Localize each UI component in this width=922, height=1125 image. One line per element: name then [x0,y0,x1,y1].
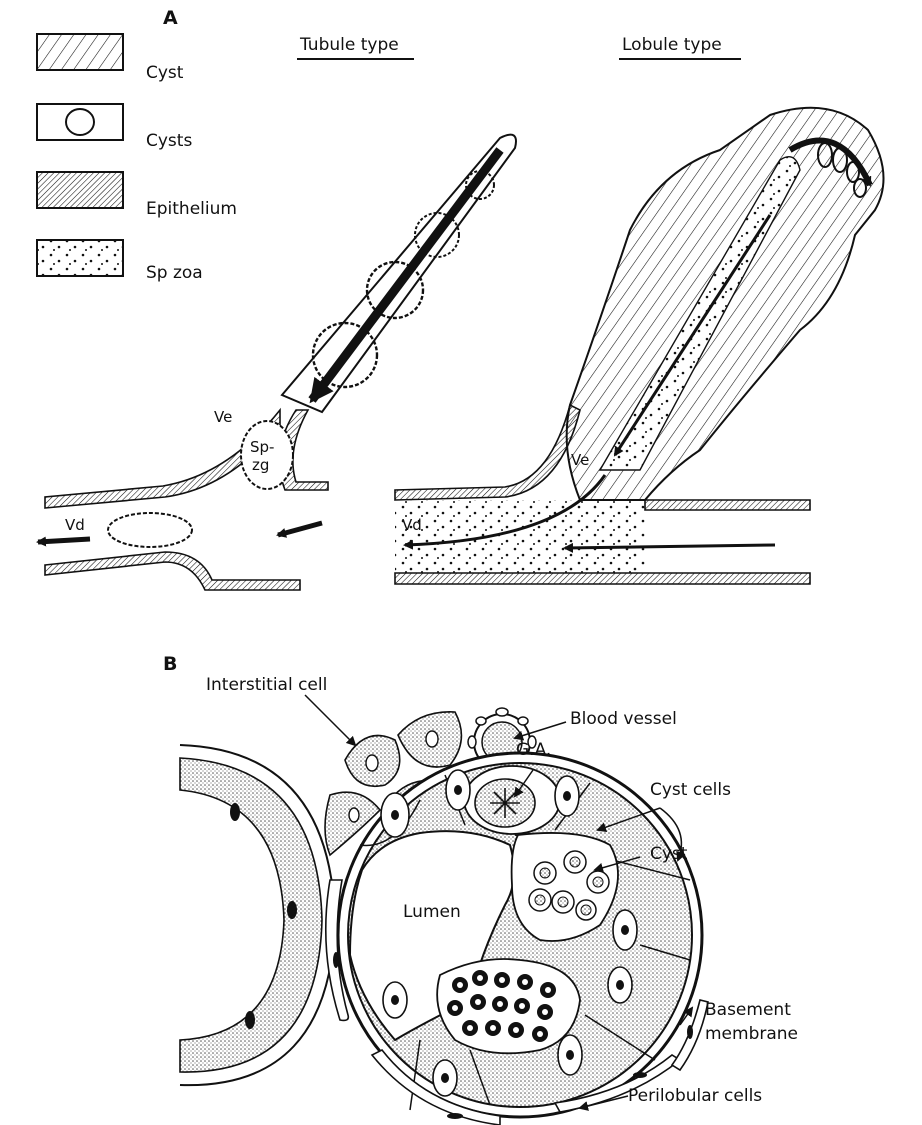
label-cyst: Cyst [650,844,688,864]
label-interstitial-cell: Interstitial cell [206,675,327,695]
legend: Cyst Cysts Epithelium Sp zoa [37,34,237,283]
label-ga: G.A. [516,740,551,760]
tubule-label-vd: Vd [65,516,85,534]
interstitial-cell-pointer [305,695,355,745]
lobule-label-vd: Vd [402,516,422,534]
lobule-vd-right-upper-wall [645,500,810,510]
legend-swatch-stipple [37,240,123,276]
tubule-type-title: Tubule type [299,35,399,55]
legend-swatch-hatch [37,34,123,70]
tubule-inflow-arrow [278,523,322,535]
legend-item-sp-zoa: Sp zoa [37,240,203,283]
tubule-big-arrow [312,150,500,400]
legend-item-cysts: Cysts [37,104,192,151]
tubule-label-spzg-2: zg [252,456,269,474]
label-lumen: Lumen [403,902,461,922]
tubule-vd-spermatozeugma [108,513,192,547]
tubule-vd-arrow [38,539,90,542]
golgi-star-icon [490,788,520,818]
spermatid-cyst [437,959,580,1053]
legend-label-cyst: Cyst [146,63,184,83]
legend-label-sp-zoa: Sp zoa [146,263,203,283]
lobule-vd-upper-wall [395,405,580,500]
lobule-vd-lumen [395,500,645,573]
panel-b-label: B [163,653,177,675]
label-perilobular-cells: Perilobular cells [628,1086,762,1106]
legend-label-epithelium: Epithelium [146,199,237,219]
label-basement: Basement [705,1000,791,1020]
legend-label-cysts: Cysts [146,131,192,151]
lobule-type-title: Lobule type [622,35,722,55]
label-membrane: membrane [705,1024,798,1044]
label-cyst-cells: Cyst cells [650,780,731,800]
lobule-cross-section: Lumen G.A. [338,740,702,1117]
legend-item-cyst: Cyst [37,34,184,83]
tubule-vd-lower-wall [45,552,300,590]
legend-item-epithelium: Epithelium [37,172,237,219]
panel-a-label: A [163,7,178,29]
tubule-label-spzg-1: Sp- [250,438,274,456]
label-blood-vessel: Blood vessel [570,709,677,729]
ga-cell [464,766,560,834]
neighbouring-lobule [180,745,335,1085]
tubule-label-ve: Ve [214,408,232,426]
lobule-label-ve: Ve [571,451,589,469]
lobule-vd-lower-wall [395,573,810,584]
legend-swatch-dense [37,172,123,208]
